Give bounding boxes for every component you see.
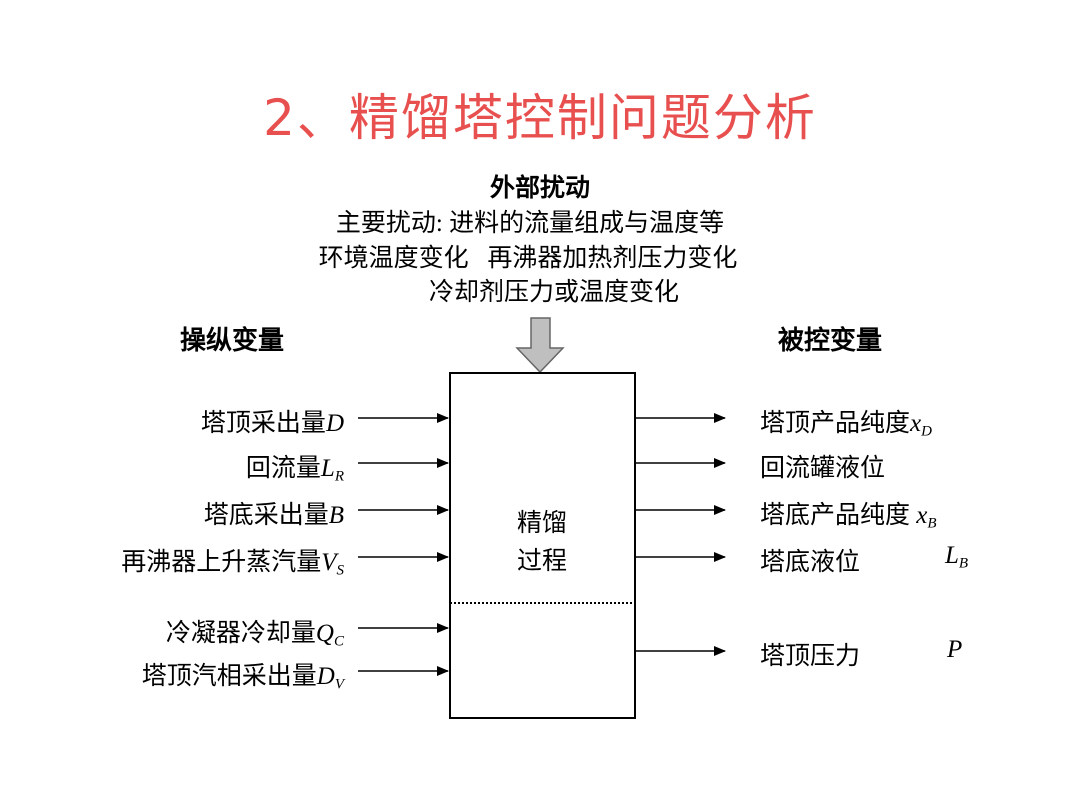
input-label-6: 塔顶汽相采出量DV — [141, 663, 344, 693]
manipulated-variables-heading: 操纵变量 — [180, 326, 285, 355]
output-label-2: 回流罐液位 — [760, 455, 886, 482]
output-var-4: LB — [945, 542, 969, 572]
input-label-1: 塔顶采出量D — [200, 410, 344, 437]
disturbance-line-3: 冷却剂压力或温度变化 — [428, 279, 679, 306]
process-label: 精馏 过程 — [448, 505, 636, 581]
disturbance-arrow — [515, 317, 565, 374]
input-label-2: 回流量LR — [245, 455, 344, 485]
disturbance-line-1: 主要扰动: 进料的流量组成与温度等 — [335, 210, 725, 237]
disturbance-heading: 外部扰动 — [489, 175, 590, 202]
input-label-5: 冷凝器冷却量QC — [165, 620, 344, 650]
disturbance-line-2: 环境温度变化 再沸器加热剂压力变化 — [318, 245, 738, 272]
page-title: 2、精馏塔控制问题分析 — [263, 89, 817, 147]
output-label-3: 塔底产品纯度 xB — [760, 502, 937, 532]
input-label-3: 塔底采出量B — [203, 502, 344, 529]
output-var-5: P — [947, 636, 963, 663]
input-label-4: 再沸器上升蒸汽量VS — [121, 549, 344, 579]
process-label-line-1: 精馏 — [516, 510, 567, 537]
controlled-variables-heading: 被控变量 — [778, 326, 883, 355]
output-label-1: 塔顶产品纯度xD — [760, 410, 932, 440]
process-box — [449, 372, 636, 719]
process-label-line-2: 过程 — [516, 548, 567, 575]
